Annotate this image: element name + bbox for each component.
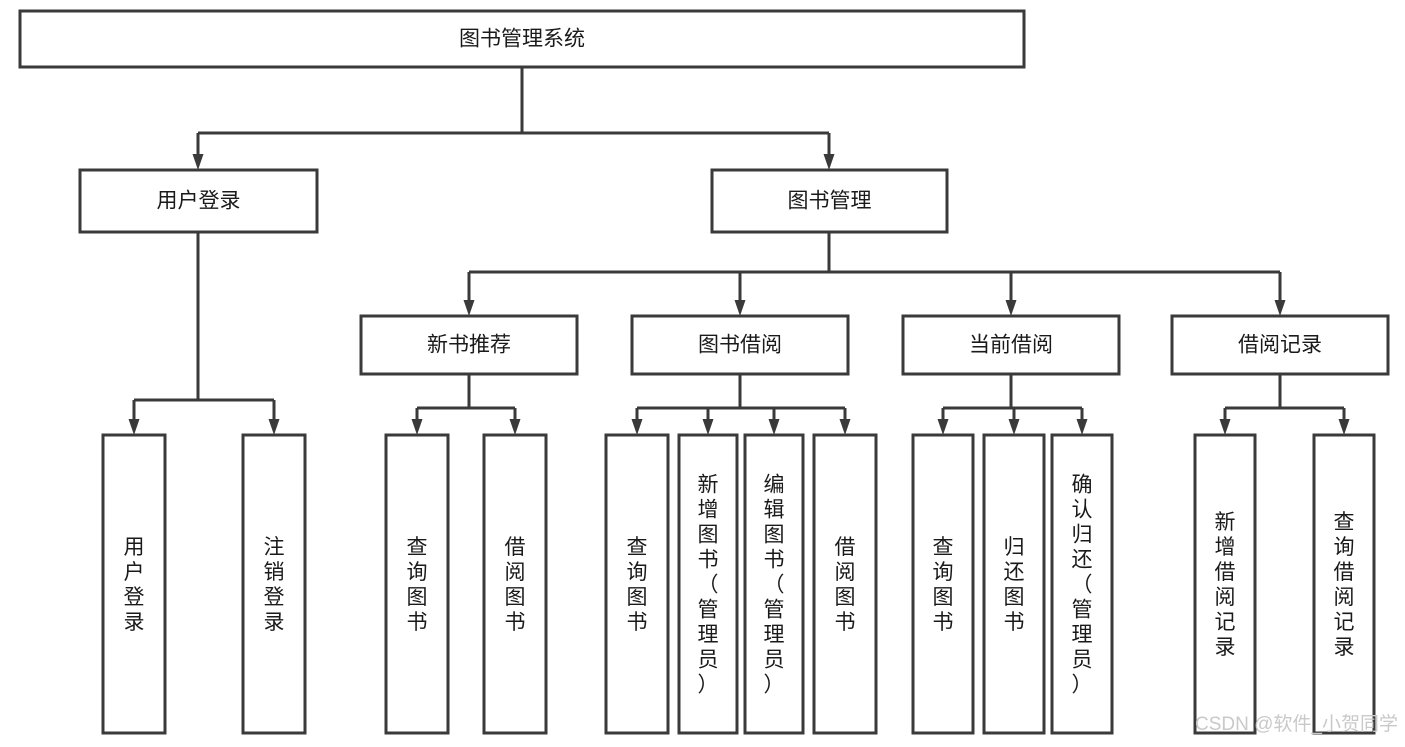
node-box-leaf-add-record (1193, 433, 1257, 735)
arrow-head-icon (823, 154, 835, 170)
node-box-leaf-return-book (982, 433, 1046, 735)
node-label-leaf-user-logout: 注销登录 (264, 536, 285, 634)
arrow-head-icon (1338, 419, 1350, 435)
node-leaf-borrow-book-rec[interactable]: 借阅图书 (482, 433, 548, 735)
node-book-manage[interactable]: 图书管理 (710, 168, 949, 234)
arrow-head-icon (1008, 419, 1020, 435)
node-leaf-edit-book[interactable]: 编辑图书（管理员） (743, 433, 805, 735)
arrow-head-icon (937, 419, 949, 435)
node-label-leaf-add-book: 新增图书（管理员） (698, 474, 719, 697)
node-box-leaf-edit-book (743, 433, 805, 735)
node-new-book-recommend[interactable]: 新书推荐 (359, 314, 579, 376)
node-borrow-record[interactable]: 借阅记录 (1170, 314, 1390, 376)
arrow-head-icon (268, 419, 280, 435)
connector-level3_current (937, 374, 1088, 435)
node-leaf-query-record[interactable]: 查询借阅记录 (1312, 433, 1376, 735)
node-box-leaf-confirm-return (1050, 433, 1114, 735)
node-leaf-add-record[interactable]: 新增借阅记录 (1193, 433, 1257, 735)
node-label-leaf-borrow-book: 借阅图书 (835, 536, 856, 634)
node-box-root (18, 9, 1026, 69)
node-leaf-user-login[interactable]: 用户登录 (101, 433, 167, 735)
connector-level2_book_manage (463, 232, 1286, 316)
node-book-borrow[interactable]: 图书借阅 (630, 314, 850, 376)
node-label-borrow-record: 借阅记录 (1238, 334, 1322, 357)
node-leaf-add-book[interactable]: 新增图书（管理员） (677, 433, 739, 735)
node-user-login[interactable]: 用户登录 (78, 168, 319, 234)
node-leaf-return-book[interactable]: 归还图书 (982, 433, 1046, 735)
node-label-leaf-return-book: 归还图书 (1004, 536, 1025, 634)
arrow-head-icon (411, 419, 423, 435)
arrow-head-icon (1076, 419, 1088, 435)
node-label-user-login: 用户登录 (157, 190, 241, 213)
arrow-head-icon (734, 300, 746, 316)
node-label-leaf-query-book-cur: 查询图书 (933, 536, 954, 634)
node-box-book-borrow (630, 314, 850, 376)
node-label-leaf-query-book-borrow: 查询图书 (627, 536, 648, 634)
arrow-head-icon (1005, 300, 1017, 316)
node-current-borrow[interactable]: 当前借阅 (901, 314, 1121, 376)
node-leaf-query-book-cur[interactable]: 查询图书 (911, 433, 975, 735)
node-label-book-manage: 图书管理 (788, 190, 872, 213)
arrow-head-icon (631, 419, 643, 435)
connector-layer (128, 67, 1350, 435)
node-box-new-book-recommend (359, 314, 579, 376)
node-box-leaf-query-book-borrow (604, 433, 670, 735)
node-leaf-borrow-book[interactable]: 借阅图书 (812, 433, 878, 735)
connector-level3_recommend (411, 374, 521, 435)
node-label-leaf-add-record: 新增借阅记录 (1215, 511, 1236, 659)
node-label-leaf-borrow-book-rec: 借阅图书 (505, 536, 526, 634)
connector-root_to_level2 (192, 67, 835, 170)
node-label-leaf-confirm-return: 确认归还（管理员） (1072, 474, 1093, 697)
node-label-book-borrow: 图书借阅 (698, 334, 782, 357)
node-box-book-manage (710, 168, 949, 234)
node-box-leaf-query-record (1312, 433, 1376, 735)
csdn-watermark: CSDN @软件_小贺同学 (1195, 713, 1398, 735)
arrow-head-icon (1219, 419, 1231, 435)
node-leaf-query-book-rec[interactable]: 查询图书 (384, 433, 450, 735)
node-root[interactable]: 图书管理系统 (18, 9, 1026, 69)
connector-level2_user_login (128, 232, 280, 435)
node-leaf-user-logout[interactable]: 注销登录 (241, 433, 307, 735)
node-label-leaf-query-book-rec: 查询图书 (407, 536, 428, 634)
node-leaf-query-book-borrow[interactable]: 查询图书 (604, 433, 670, 735)
node-box-leaf-query-book-rec (384, 433, 450, 735)
arrow-head-icon (702, 419, 714, 435)
arrow-head-icon (463, 300, 475, 316)
node-box-current-borrow (901, 314, 1121, 376)
node-label-root: 图书管理系统 (459, 28, 585, 51)
connector-level3_borrow (631, 374, 851, 435)
node-box-user-login (78, 168, 319, 234)
node-label-leaf-query-record: 查询借阅记录 (1334, 511, 1355, 659)
node-box-leaf-user-login (101, 433, 167, 735)
arrow-head-icon (768, 419, 780, 435)
node-box-borrow-record (1170, 314, 1390, 376)
node-leaf-confirm-return[interactable]: 确认归还（管理员） (1050, 433, 1114, 735)
node-layer: 用户登录图书管理新书推荐图书借阅当前借阅借阅记录用户登录注销登录查询图书借阅图书… (18, 9, 1390, 735)
arrow-head-icon (839, 419, 851, 435)
arrow-head-icon (192, 154, 204, 170)
node-label-leaf-edit-book: 编辑图书（管理员） (764, 474, 785, 697)
arrow-head-icon (1274, 300, 1286, 316)
arrow-head-icon (509, 419, 521, 435)
node-box-leaf-add-book (677, 433, 739, 735)
node-label-leaf-user-login: 用户登录 (124, 536, 145, 634)
node-box-leaf-borrow-book (812, 433, 878, 735)
node-box-leaf-borrow-book-rec (482, 433, 548, 735)
arrow-head-icon (128, 419, 140, 435)
node-label-current-borrow: 当前借阅 (969, 334, 1053, 357)
node-box-leaf-query-book-cur (911, 433, 975, 735)
node-label-new-book-recommend: 新书推荐 (427, 334, 511, 357)
node-box-leaf-user-logout (241, 433, 307, 735)
connector-level3_record (1219, 374, 1350, 435)
